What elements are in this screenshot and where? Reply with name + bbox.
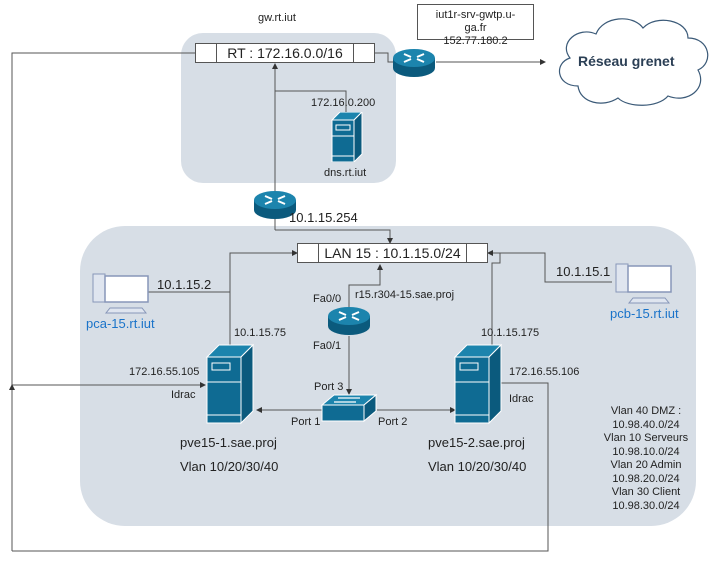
bus-cap-right bbox=[466, 244, 487, 262]
external-gateway-label: iut1r-srv-gwtp.u-ga.fr 152.77.180.2 bbox=[417, 4, 534, 47]
server2-icon bbox=[453, 343, 503, 425]
server2-idrac-label: Idrac bbox=[509, 393, 534, 405]
pca-name: pca-15.rt.iut bbox=[86, 316, 155, 331]
switch-port-2: Port 2 bbox=[378, 416, 408, 428]
dns-name: dns.rt.iut bbox=[324, 167, 367, 179]
gateway-zone-title: gw.rt.iut bbox=[258, 12, 296, 24]
vlan-line: 10.98.30.0/24 bbox=[612, 499, 680, 512]
wire-dns bbox=[275, 90, 347, 118]
dns-server-icon bbox=[330, 112, 363, 162]
vlan-line: Vlan 20 Admin bbox=[610, 459, 682, 471]
wire-server2-lan bbox=[491, 253, 501, 345]
dns-ip: 172.16.0.200 bbox=[311, 97, 376, 109]
cloud-icon bbox=[559, 18, 709, 106]
pca-ip: 10.1.15.2 bbox=[157, 277, 212, 292]
wire-rt-to-gw-router bbox=[375, 52, 395, 63]
lan-bus: LAN 15 : 10.1.15.0/24 bbox=[297, 243, 488, 263]
bus-cap-left bbox=[196, 44, 217, 62]
wire-router-lan bbox=[348, 264, 383, 308]
vlan-line: Vlan 40 DMZ : bbox=[610, 405, 682, 417]
edge-router-icon bbox=[254, 191, 296, 219]
wire-rt-loop-left bbox=[11, 52, 206, 388]
pcb-computer-icon bbox=[615, 263, 672, 304]
switch-port-1: Port 1 bbox=[291, 416, 321, 428]
server1-icon bbox=[205, 343, 255, 425]
pca-computer-icon bbox=[92, 273, 149, 314]
rt-bus: RT : 172.16.0.0/16 bbox=[195, 43, 375, 63]
edge-router-ip: 10.1.15.254 bbox=[289, 210, 358, 225]
lan-bus-label: LAN 15 : 10.1.15.0/24 bbox=[324, 245, 461, 261]
cloud-label: Réseau grenet bbox=[578, 53, 675, 69]
server1-idrac-label: Idrac bbox=[171, 389, 196, 401]
vlan-line: 10.98.20.0/24 bbox=[612, 472, 680, 485]
server1-lan-ip: 10.1.15.75 bbox=[234, 327, 286, 339]
vlan-line: 10.98.40.0/24 bbox=[612, 418, 680, 431]
external-gateway-hostname: iut1r-srv-gwtp.u-ga.fr bbox=[435, 9, 516, 34]
external-gateway-ip: 152.77.180.2 bbox=[443, 35, 508, 47]
lan-zone bbox=[80, 226, 696, 526]
pcb-name: pcb-15.rt.iut bbox=[610, 306, 679, 321]
lan-router-icon bbox=[328, 307, 370, 335]
server2-vlans: Vlan 10/20/30/40 bbox=[428, 459, 527, 474]
vlan-list: Vlan 40 DMZ : 10.98.40.0/24 Vlan 10 Serv… bbox=[596, 405, 696, 513]
rt-bus-label: RT : 172.16.0.0/16 bbox=[227, 45, 343, 61]
bus-cap-left bbox=[298, 244, 319, 262]
vlan-line: Vlan 10 Serveurs bbox=[603, 432, 689, 444]
pcb-ip: 10.1.15.1 bbox=[556, 264, 611, 279]
server2-name: pve15-2.sae.proj bbox=[428, 435, 525, 450]
switch-port-3: Port 3 bbox=[314, 381, 344, 393]
server2-lan-ip: 10.1.15.175 bbox=[481, 327, 540, 339]
wire-pcb-lan bbox=[487, 250, 612, 283]
server1-idrac-ip: 172.16.55.105 bbox=[129, 366, 200, 378]
vlan-line: 10.98.10.0/24 bbox=[612, 445, 680, 458]
switch-icon bbox=[320, 393, 378, 423]
wire-edge-to-lan bbox=[275, 229, 393, 244]
lan-router-port-bottom: Fa0/1 bbox=[313, 340, 342, 352]
lan-router-name: r15.r304-15.sae.proj bbox=[355, 289, 455, 301]
wire-pca-lan bbox=[140, 250, 298, 293]
lan-router-port-top: Fa0/0 bbox=[313, 293, 342, 305]
server1-name: pve15-1.sae.proj bbox=[180, 435, 277, 450]
bus-cap-right bbox=[353, 44, 374, 62]
wire-loop-bottom bbox=[12, 382, 549, 552]
vlan-line: Vlan 30 Client bbox=[611, 486, 681, 498]
server1-vlans: Vlan 10/20/30/40 bbox=[180, 459, 279, 474]
server2-idrac-ip: 172.16.55.106 bbox=[509, 366, 580, 378]
gateway-router-icon bbox=[393, 49, 435, 77]
